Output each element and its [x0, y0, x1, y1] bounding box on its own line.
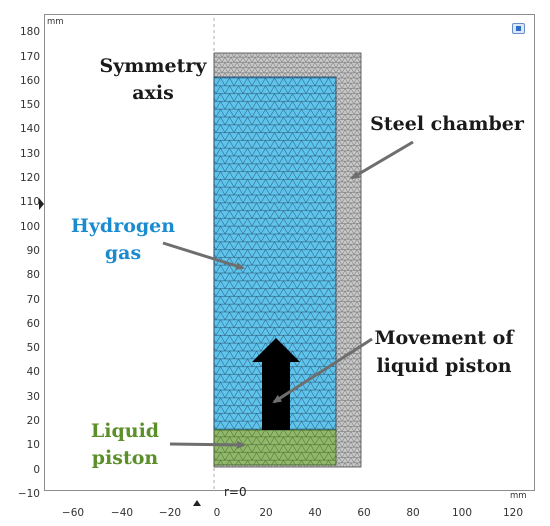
x-tick-label: −60: [62, 507, 84, 519]
window-corner-icon[interactable]: [512, 23, 525, 34]
hydrogen-pointer: [162, 241, 245, 270]
y-tick-label: 130: [20, 148, 40, 160]
piston-pointer: [169, 440, 246, 449]
x-tick-label: 60: [357, 507, 370, 519]
y-tick-label: 10: [27, 439, 40, 451]
y-tick-label: 70: [27, 294, 40, 306]
y-tick-label: 40: [27, 366, 40, 378]
movement-label-line2: liquid piston: [376, 355, 511, 377]
x-tick-label: 20: [259, 507, 272, 519]
symmetry-label-line1: Symmetry: [100, 55, 208, 77]
x-tick-label: 120: [503, 507, 523, 519]
piston-label-line2: piston: [92, 447, 159, 469]
y-unit-label: mm: [47, 17, 64, 27]
y-tick-label: 100: [20, 221, 40, 233]
hydrogen-label-line2: gas: [105, 242, 141, 264]
movement-label-line1: Movement of: [374, 327, 515, 349]
y-tick-label: 60: [27, 318, 40, 330]
y-tick-label: 150: [20, 99, 40, 111]
y-tick-label: 90: [27, 245, 40, 257]
y-tick-label: −10: [18, 488, 40, 500]
x-tick-label: 0: [214, 507, 221, 519]
steel-chamber-label: Steel chamber: [370, 113, 525, 135]
x-tick-label: 80: [406, 507, 419, 519]
y-tick-label: 20: [27, 415, 40, 427]
steel-chamber-pointer: [350, 140, 414, 180]
y-tick-label: 110: [20, 196, 40, 208]
y-tick-label: 160: [20, 75, 40, 87]
movement-pointer: [272, 337, 373, 404]
x-axis-ticks: −60 −40 −20 0 20 40 60 80 100 120: [62, 507, 523, 519]
movement-arrow-icon: [252, 338, 300, 430]
liquid-piston-region: [213, 429, 337, 466]
y-tick-label: 50: [27, 342, 40, 354]
x-tick-label: −40: [111, 507, 133, 519]
y-tick-label: 120: [20, 172, 40, 184]
x-tick-label: 100: [452, 507, 472, 519]
y-tick-label: 170: [20, 51, 40, 63]
y-axis-ticks: 180 170 160 150 140 130 120 110 100 90 8…: [18, 26, 40, 500]
x-axis-marker-icon: [193, 500, 201, 506]
symmetry-label-line2: axis: [132, 82, 174, 104]
hydrogen-label-line1: Hydrogen: [71, 215, 175, 237]
y-axis-marker-icon: [39, 198, 44, 210]
y-tick-label: 0: [33, 464, 40, 476]
x-tick-label: 40: [308, 507, 321, 519]
x-unit-label: mm: [510, 491, 527, 501]
y-tick-label: 30: [27, 391, 40, 403]
x-tick-label: −20: [159, 507, 181, 519]
r-zero-label: r=0: [224, 485, 247, 499]
piston-label-line1: Liquid: [91, 420, 159, 442]
y-tick-label: 80: [27, 269, 40, 281]
y-tick-label: 140: [20, 123, 40, 135]
y-tick-label: 180: [20, 26, 40, 38]
